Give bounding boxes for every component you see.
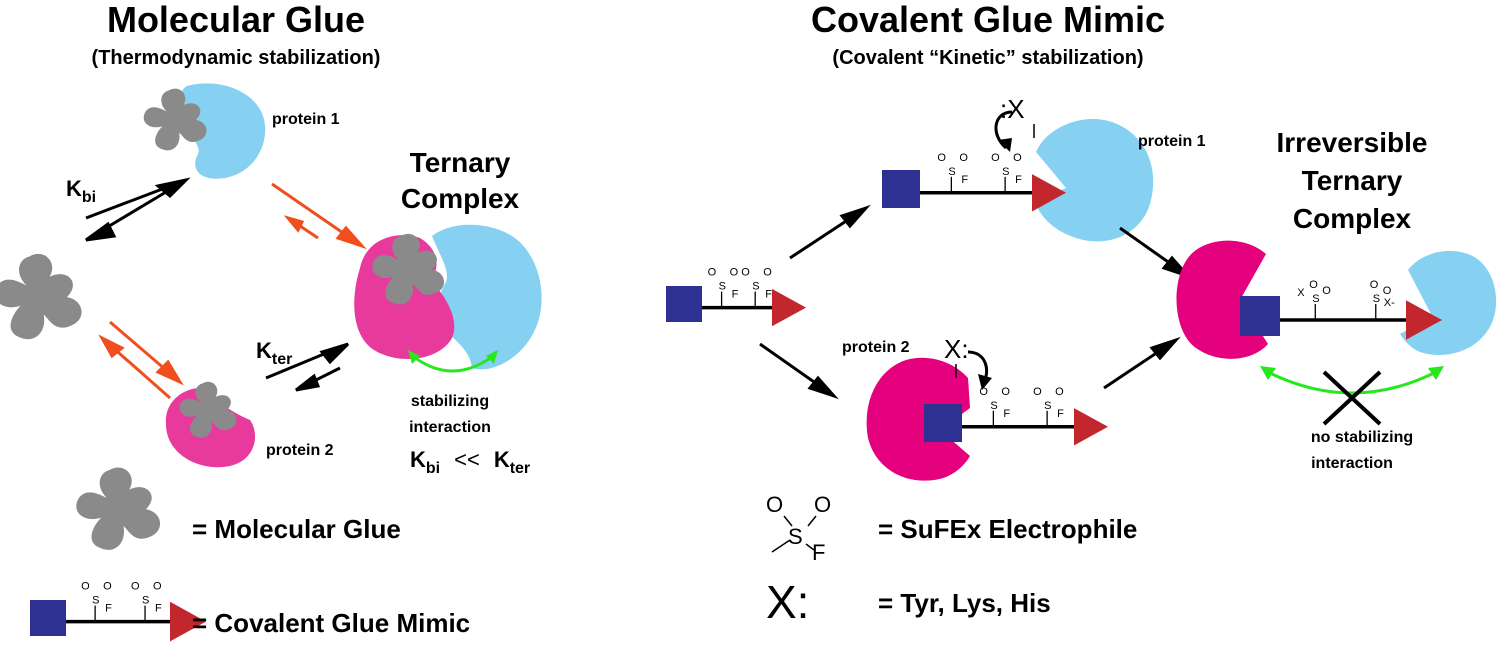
svg-text:O: O	[814, 492, 831, 517]
left-title: Molecular Glue	[107, 0, 365, 40]
svg-text:F: F	[1057, 408, 1064, 420]
svg-text:O: O	[103, 581, 112, 593]
arrow-protein1-to-ternary	[271, 182, 367, 250]
svg-text:F: F	[961, 174, 968, 186]
legend-molecular-glue: = Molecular Glue	[192, 514, 401, 544]
svg-text:F: F	[1003, 408, 1010, 420]
nucleophile-bottom: X:	[944, 334, 969, 364]
irreversible-line1: Irreversible	[1277, 127, 1428, 158]
arrow-protein2-to-irreversible	[1103, 336, 1181, 390]
svg-text:F: F	[1015, 174, 1022, 186]
svg-text:S: S	[719, 281, 726, 293]
svg-text:O: O	[1383, 285, 1392, 297]
free-glue	[0, 253, 82, 340]
svg-text:S: S	[948, 166, 955, 178]
svg-text:S: S	[142, 595, 149, 607]
no-stab-line2: interaction	[1311, 455, 1393, 472]
svg-text:X-: X-	[1384, 297, 1395, 309]
svg-text:S: S	[752, 281, 759, 293]
protein2-right	[866, 357, 970, 481]
ternary-label-line1: Ternary	[410, 147, 511, 178]
svg-text:O: O	[1309, 279, 1318, 291]
svg-text:O: O	[1001, 386, 1010, 398]
no-stab-line1: no stabilizing	[1311, 429, 1413, 446]
svg-text:O: O	[1033, 386, 1042, 398]
protein2-label-right: protein 2	[842, 339, 910, 356]
protein1-label-right: protein 1	[1138, 133, 1206, 150]
svg-text:O: O	[937, 152, 946, 164]
legend-covalent-glue-mimic: = Covalent Glue Mimic	[192, 608, 470, 638]
arrow-mimic-to-protein2	[759, 342, 839, 400]
curved-arrow-bottom	[967, 350, 992, 390]
svg-text:O: O	[153, 581, 162, 593]
curved-arrow-top	[994, 110, 1013, 152]
right-subtitle: (Covalent “Kinetic” stabilization)	[832, 47, 1143, 69]
arrow-protein1-to-irreversible	[1119, 226, 1193, 280]
legend-glue-icon	[76, 467, 161, 550]
svg-text:F: F	[812, 540, 825, 565]
no-stabilizing-arrow	[1260, 366, 1444, 395]
irreversible-complex	[1176, 240, 1497, 359]
protein2-label-left: protein 2	[266, 442, 334, 459]
svg-text:O: O	[959, 152, 968, 164]
svg-text:O: O	[730, 267, 739, 279]
protein1-label-left: protein 1	[272, 111, 340, 128]
svg-text:O: O	[131, 581, 140, 593]
ternary-label-line2: Complex	[401, 183, 520, 214]
legend-sufex: = SuFEx Electrophile	[878, 514, 1137, 544]
svg-text:O: O	[741, 267, 750, 279]
svg-text:O: O	[1013, 152, 1022, 164]
right-title: Covalent Glue Mimic	[811, 0, 1165, 40]
stabilizing-line1: stabilizing	[411, 393, 489, 410]
svg-text:O: O	[1370, 279, 1379, 291]
legend-residues: = Tyr, Lys, His	[878, 588, 1051, 618]
svg-text:S: S	[1044, 400, 1051, 412]
svg-text:S: S	[788, 524, 803, 549]
svg-text:O: O	[708, 267, 717, 279]
svg-text:O: O	[766, 492, 783, 517]
svg-text:O: O	[979, 386, 988, 398]
svg-text:F: F	[765, 289, 772, 301]
stabilizing-interaction-arrow	[408, 350, 498, 373]
irreversible-line3: Complex	[1293, 203, 1412, 234]
svg-text:F: F	[105, 603, 112, 615]
svg-text:S: S	[1373, 293, 1380, 305]
irreversible-line2: Ternary	[1302, 165, 1403, 196]
k-ter-label: Kter	[256, 338, 292, 368]
stabilizing-line2: interaction	[409, 419, 491, 436]
equilibrium-kbi	[85, 177, 191, 242]
nucleophile-top: :X	[1000, 94, 1025, 124]
arrow-mimic-to-protein1	[789, 204, 871, 260]
legend-sufex-icon: S O O F	[766, 492, 831, 565]
no-interaction-cross-icon	[1322, 370, 1382, 426]
svg-text:O: O	[991, 152, 1000, 164]
equilibrium-glue-protein2	[98, 320, 184, 400]
left-subtitle: (Thermodynamic stabilization)	[92, 47, 381, 69]
svg-text:S: S	[92, 595, 99, 607]
k-bi-label: Kbi	[66, 176, 96, 206]
svg-text:F: F	[732, 289, 739, 301]
svg-text:F: F	[155, 603, 162, 615]
k-relation: Kbi<<Kter	[410, 447, 530, 477]
svg-text:S: S	[1312, 293, 1319, 305]
svg-text:O: O	[1055, 386, 1064, 398]
protein1-free-left	[181, 83, 266, 179]
svg-text:O: O	[1322, 285, 1331, 297]
svg-text:O: O	[763, 267, 772, 279]
svg-text:S: S	[1002, 166, 1009, 178]
svg-text:X: X	[1297, 287, 1305, 299]
svg-text:O: O	[81, 581, 90, 593]
svg-text:S: S	[990, 400, 997, 412]
ternary-complex-left	[354, 224, 542, 370]
equilibrium-kter	[265, 342, 350, 392]
legend-x-symbol: X:	[766, 576, 809, 628]
protein1-right	[1034, 118, 1154, 242]
